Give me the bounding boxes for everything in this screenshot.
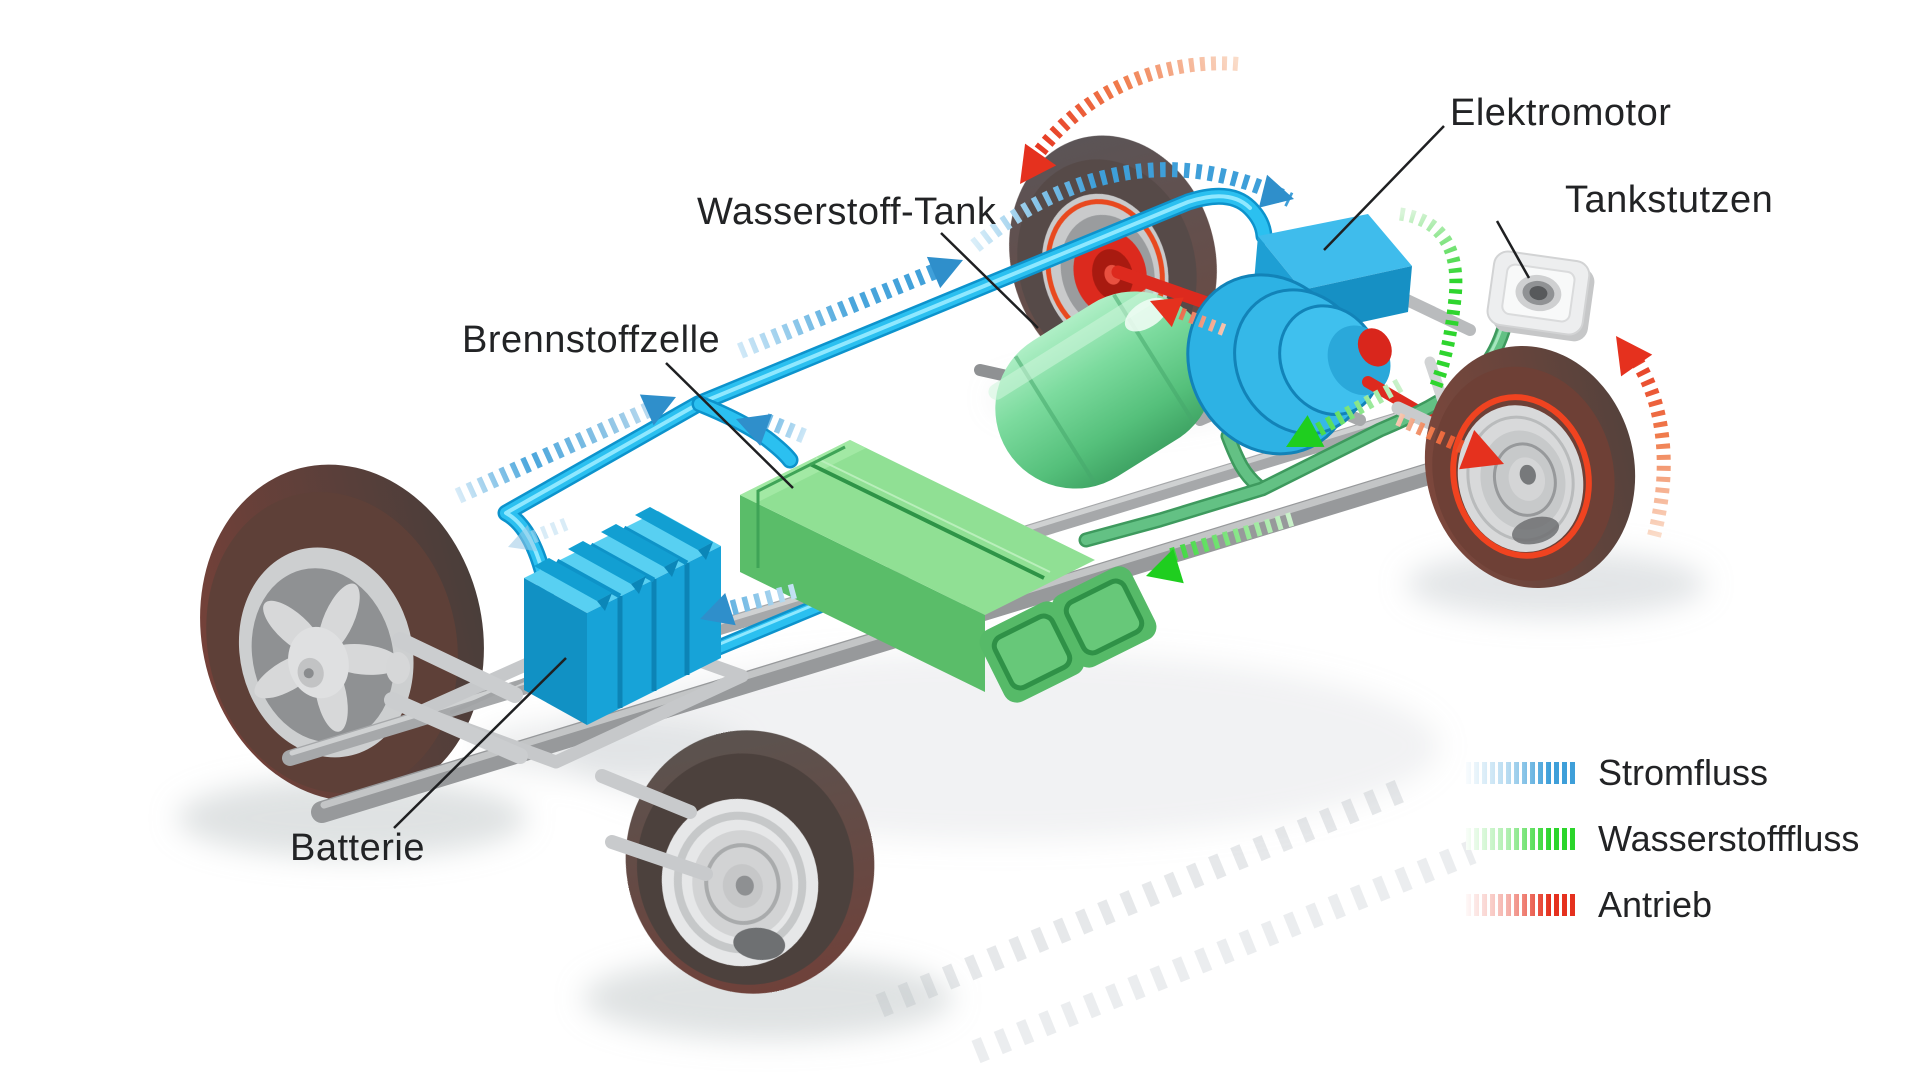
- leader-brennstoffzelle: [665, 362, 794, 489]
- battery-front-notches: [597, 542, 713, 611]
- leader-tankstutzen: [1495, 220, 1531, 279]
- antrieb-swatch-icon: [1466, 894, 1578, 916]
- battery-handle-notches: [534, 507, 713, 601]
- tyre-track-marks: [875, 778, 1477, 1064]
- label-tankstutzen: Tankstutzen: [1565, 179, 1773, 221]
- fuel-cell-endcap: [1051, 566, 1157, 668]
- flow-legend: Stromfluss Wasserstofffluss Antrieb: [1466, 755, 1859, 923]
- label-elektromotor: Elektromotor: [1450, 92, 1671, 134]
- battery-top-seams: [555, 525, 689, 599]
- battery: [524, 507, 721, 725]
- label-batterie: Batterie: [290, 827, 425, 869]
- legend-item-stromfluss: Stromfluss: [1466, 755, 1859, 791]
- antrieb-arrow: [1169, 304, 1227, 336]
- legend-label: Antrieb: [1598, 884, 1713, 925]
- wheel-front-right: [1391, 345, 1636, 589]
- wasserstofffluss-swatch-icon: [1466, 828, 1578, 850]
- legend-label: Stromfluss: [1598, 752, 1769, 793]
- label-wasserstoff-tank: Wasserstoff-Tank: [697, 191, 997, 233]
- battery-module-seams: [617, 563, 690, 708]
- leader-batterie: [393, 657, 567, 829]
- front-left-suspension: [595, 769, 713, 881]
- fuel-cell: [740, 440, 1157, 703]
- tank-filler-port: [1486, 250, 1595, 342]
- label-brennstoffzelle: Brennstoffzelle: [462, 319, 720, 361]
- part-labels: Elektromotor Tankstutzen Wasserstoff-Tan…: [290, 92, 1773, 869]
- motor-cylinder: [1186, 273, 1392, 456]
- leader-wasserstoff-tank: [940, 232, 1039, 329]
- wasserstofffluss-arrow: [1398, 207, 1463, 389]
- flow-arrows: [454, 56, 1671, 626]
- electric-motor: [1186, 214, 1484, 456]
- label-leader-lines: [393, 125, 1531, 829]
- legend-item-wasserstofffluss: Wasserstofffluss: [1466, 821, 1859, 857]
- fuel-cell-endcap: [979, 601, 1085, 703]
- leader-elektromotor: [1323, 125, 1445, 251]
- wasserstofffluss-arrow: [1314, 378, 1404, 437]
- stromfluss-arrow: [714, 583, 797, 620]
- antrieb-arrow: [1395, 413, 1465, 453]
- legend-item-antrieb: Antrieb: [1466, 887, 1859, 923]
- antrieb-arrow: [1622, 343, 1671, 538]
- stromfluss-arrow-faded: [508, 517, 569, 552]
- stromfluss-swatch-icon: [1466, 762, 1578, 784]
- hydrogen-tank: [988, 288, 1266, 494]
- legend-label: Wasserstofffluss: [1598, 818, 1860, 859]
